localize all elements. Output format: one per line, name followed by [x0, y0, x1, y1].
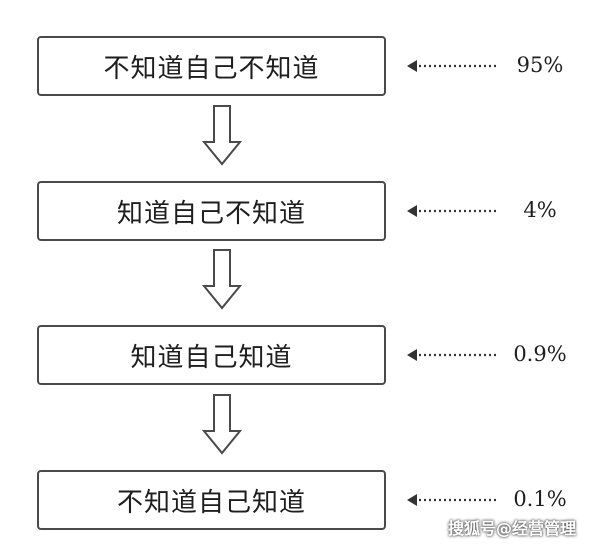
down-arrow-icon	[202, 394, 242, 455]
stage-label: 不知道自己知道	[116, 487, 306, 518]
stage-box-4: 不知道自己知道	[37, 470, 386, 530]
dotted-left-arrow-icon	[407, 205, 499, 217]
watermark: 搜狐号@经营管理	[447, 519, 576, 538]
down-arrow-icon	[202, 105, 242, 166]
percent-label: 95%	[516, 53, 564, 77]
dotted-left-arrow-icon	[407, 60, 499, 72]
percent-label: 0.1%	[513, 487, 567, 511]
percent-label: 4%	[523, 198, 557, 222]
dotted-left-arrow-icon	[407, 494, 499, 506]
stage-box-2: 知道自己不知道	[37, 181, 386, 241]
stage-box-1: 不知道自己不知道	[37, 36, 386, 96]
stage-label: 知道自己知道	[130, 342, 293, 373]
percent-label: 0.9%	[513, 342, 567, 366]
stage-label: 不知道自己不知道	[103, 53, 320, 84]
dotted-left-arrow-icon	[407, 349, 499, 361]
stage-label: 知道自己不知道	[116, 198, 306, 229]
stage-box-3: 知道自己知道	[37, 325, 386, 385]
down-arrow-icon	[202, 249, 242, 310]
